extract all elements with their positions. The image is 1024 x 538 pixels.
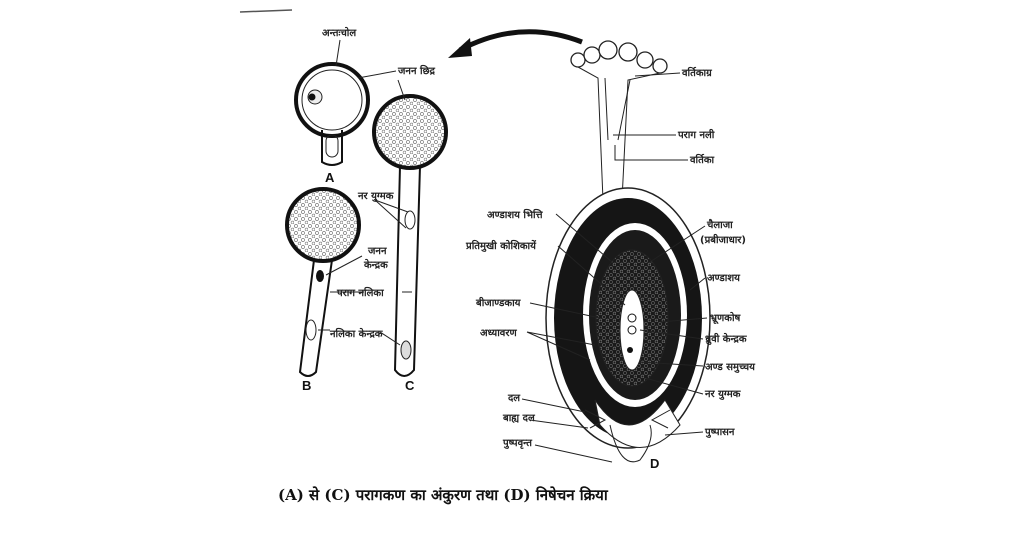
label-integuments: अध्यावरण — [480, 328, 517, 339]
label-generative-nucleus-2: केन्द्रक — [363, 258, 389, 271]
pistil-d — [521, 40, 711, 463]
label-male-gametes: नर युग्मक — [357, 191, 395, 202]
label-pistil-pollen-tube: पराग नली — [677, 128, 715, 141]
pollen-grain-a — [294, 39, 397, 166]
label-tube-nucleus: नलिका केन्द्रक — [329, 327, 384, 340]
label-nucellus: बीजाण्डकाय — [475, 296, 522, 309]
label-egg-apparatus: अण्ड समुच्चय — [705, 362, 756, 373]
label-male-gamete: नर युग्मक — [704, 389, 742, 400]
label-pollen-tube: पराग नलिका — [336, 286, 384, 299]
label-stigma: वर्तिकाग्र — [681, 66, 712, 79]
label-style: वर्तिका — [689, 153, 715, 166]
label-chalaza-2: (प्रबीजाधार) — [700, 233, 746, 246]
label-receptacle: पुष्पासन — [704, 427, 735, 438]
label-sepal: बाह्य दल — [502, 413, 536, 424]
label-chalaza-1: चैलाजा — [706, 218, 733, 231]
label-intine: अन्तःचोल — [322, 26, 357, 39]
panel-letter-a: A — [325, 170, 335, 185]
label-ovary: अण्डाशय — [707, 273, 741, 284]
label-generative-nucleus-1: जनन — [367, 246, 387, 257]
panel-letter-c: C — [405, 378, 415, 393]
label-antipodal-cells: प्रतिमुखी कोशिकायें — [465, 239, 537, 252]
label-pedicel: पुष्पवृन्त — [502, 438, 533, 449]
pollen-grain-c — [372, 79, 448, 377]
panel-letter-b: B — [302, 378, 311, 393]
figure-caption: (A) से (C) परागकण का अंकुरण तथा (D) निषे… — [278, 486, 609, 505]
label-petal: दल — [507, 393, 521, 404]
curved-arrow-icon — [448, 29, 583, 58]
label-germ-pore: जनन छिद्र — [397, 64, 436, 77]
panel-letter-d: D — [650, 456, 659, 471]
label-ovary-wall: अण्डाशय भित्ति — [487, 208, 544, 221]
pollen-grain-b — [285, 187, 364, 377]
label-embryo-sac: भ्रूणकोष — [710, 311, 742, 325]
label-polar-nuclei: ध्रुवी केन्द्रक — [705, 332, 748, 345]
stray-mark — [239, 9, 293, 13]
